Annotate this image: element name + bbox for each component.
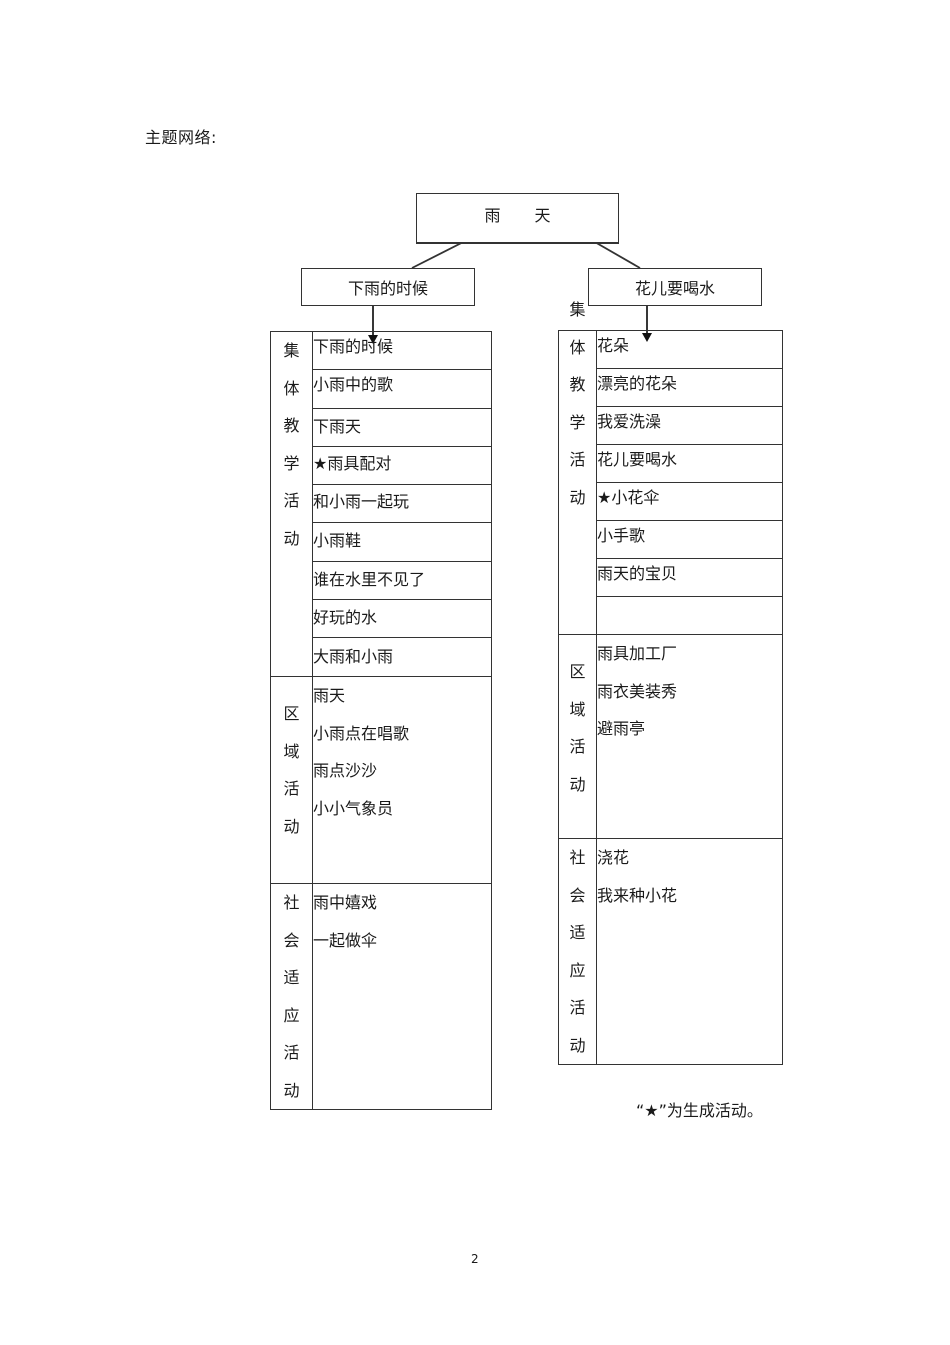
activity-item: 小雨点在唱歌 <box>313 723 410 743</box>
activity-item: 我爱洗澡 <box>596 406 783 445</box>
category-cell-area: 区 域 活 动 <box>558 634 597 839</box>
table-row: 好玩的水 <box>271 599 492 638</box>
category-cell-group-teaching: 集 体 教 学 活 动 <box>270 331 313 677</box>
table-row: 小雨鞋 <box>271 522 492 562</box>
activity-item: ★小花伞 <box>596 482 783 521</box>
activity-list: 浇花 我来种小花 <box>596 838 783 1065</box>
activity-item: 雨中嬉戏 <box>313 893 378 912</box>
activity-item: 谁在水里不见了 <box>312 561 492 600</box>
root-topic-box: 雨 天 <box>416 193 619 244</box>
activity-item: 雨天 <box>313 686 346 705</box>
activity-item: 小小气象员 <box>313 798 394 818</box>
activity-item-empty <box>596 596 783 635</box>
table-row: 社 会 适 应 活 动 浇花 我来种小花 <box>558 838 783 1065</box>
table-row: 花儿要喝水 <box>559 444 783 483</box>
activity-item: 浇花 <box>597 848 630 867</box>
table-row: ★小花伞 <box>559 482 783 521</box>
activity-item: 和小雨一起玩 <box>312 484 492 523</box>
category-cell-group-teaching: 集 体 教 学 活 动 <box>558 300 597 635</box>
table-row: 集 体 教 学 活 动 下雨的时候 <box>270 331 492 677</box>
activity-item: 下雨的时候 <box>312 331 492 370</box>
activity-list: 雨天 小雨点在唱歌 雨点沙沙 小小气象员 <box>312 676 492 884</box>
table-row: 小手歌 <box>559 520 783 559</box>
activity-item: 小手歌 <box>596 520 783 559</box>
category-cell-social: 社 会 适 应 活 动 <box>270 883 313 1110</box>
activity-item: 雨具加工厂 <box>597 644 678 663</box>
activity-list: 雨中嬉戏 一起做伞 <box>312 883 492 1110</box>
activity-item: 好玩的水 <box>312 599 492 638</box>
table-row: 区 域 活 动 雨天 小雨点在唱歌 雨点沙沙 小小气象员 <box>270 676 492 884</box>
activity-table-left: 集 体 教 学 活 动 下雨的时候 小雨中的歌 下雨天 ★雨具配对 和小雨一起玩… <box>270 331 492 1110</box>
table-row: 雨天的宝贝 <box>559 558 783 597</box>
table-row: 谁在水里不见了 <box>271 561 492 600</box>
activity-item: 小雨鞋 <box>312 522 492 562</box>
table-row: 和小雨一起玩 <box>271 484 492 523</box>
activity-item: 雨天的宝贝 <box>596 558 783 597</box>
activity-item: 花朵 <box>596 330 783 369</box>
section-heading: 主题网络: <box>145 128 217 147</box>
activity-item: 一起做伞 <box>313 930 378 950</box>
legend-note: “★”为生成活动。 <box>636 1101 763 1120</box>
category-cell-area: 区 域 活 动 <box>270 676 313 884</box>
branch-box-right: 花儿要喝水 <box>588 268 762 306</box>
activity-item: 大雨和小雨 <box>312 637 492 677</box>
activity-item: 我来种小花 <box>597 885 678 905</box>
table-row: 大雨和小雨 <box>271 637 492 677</box>
table-row: 集 体 教 学 活 动 花朵 <box>558 300 783 635</box>
activity-item: 下雨天 <box>312 408 492 447</box>
branch-box-left: 下雨的时候 <box>301 268 475 306</box>
table-row: 小雨中的歌 <box>271 369 492 409</box>
root-topic-char: 天 <box>534 206 551 225</box>
table-row: 漂亮的花朵 <box>559 368 783 407</box>
table-row: ★雨具配对 <box>271 446 492 485</box>
activity-list: 雨具加工厂 雨衣美装秀 避雨亭 <box>596 634 783 839</box>
category-cell-social: 社 会 适 应 活 动 <box>558 838 597 1065</box>
table-row: 我爱洗澡 <box>559 406 783 445</box>
activity-item: 雨点沙沙 <box>313 761 378 780</box>
activity-item: 避雨亭 <box>597 719 646 738</box>
root-topic-char: 雨 <box>484 206 501 225</box>
activity-table-right: 集 体 教 学 活 动 花朵 漂亮的花朵 我爱洗澡 花儿要喝水 ★小花伞 小手歌… <box>558 300 783 1065</box>
activity-item: 小雨中的歌 <box>312 369 492 409</box>
activity-item: 雨衣美装秀 <box>597 681 678 701</box>
table-row: 社 会 适 应 活 动 雨中嬉戏 一起做伞 <box>270 883 492 1110</box>
activity-item: 花儿要喝水 <box>596 444 783 483</box>
activity-item: ★雨具配对 <box>312 446 492 485</box>
table-row: 区 域 活 动 雨具加工厂 雨衣美装秀 避雨亭 <box>558 634 783 839</box>
activity-item: 漂亮的花朵 <box>596 368 783 407</box>
page-number: 2 <box>471 1252 479 1266</box>
